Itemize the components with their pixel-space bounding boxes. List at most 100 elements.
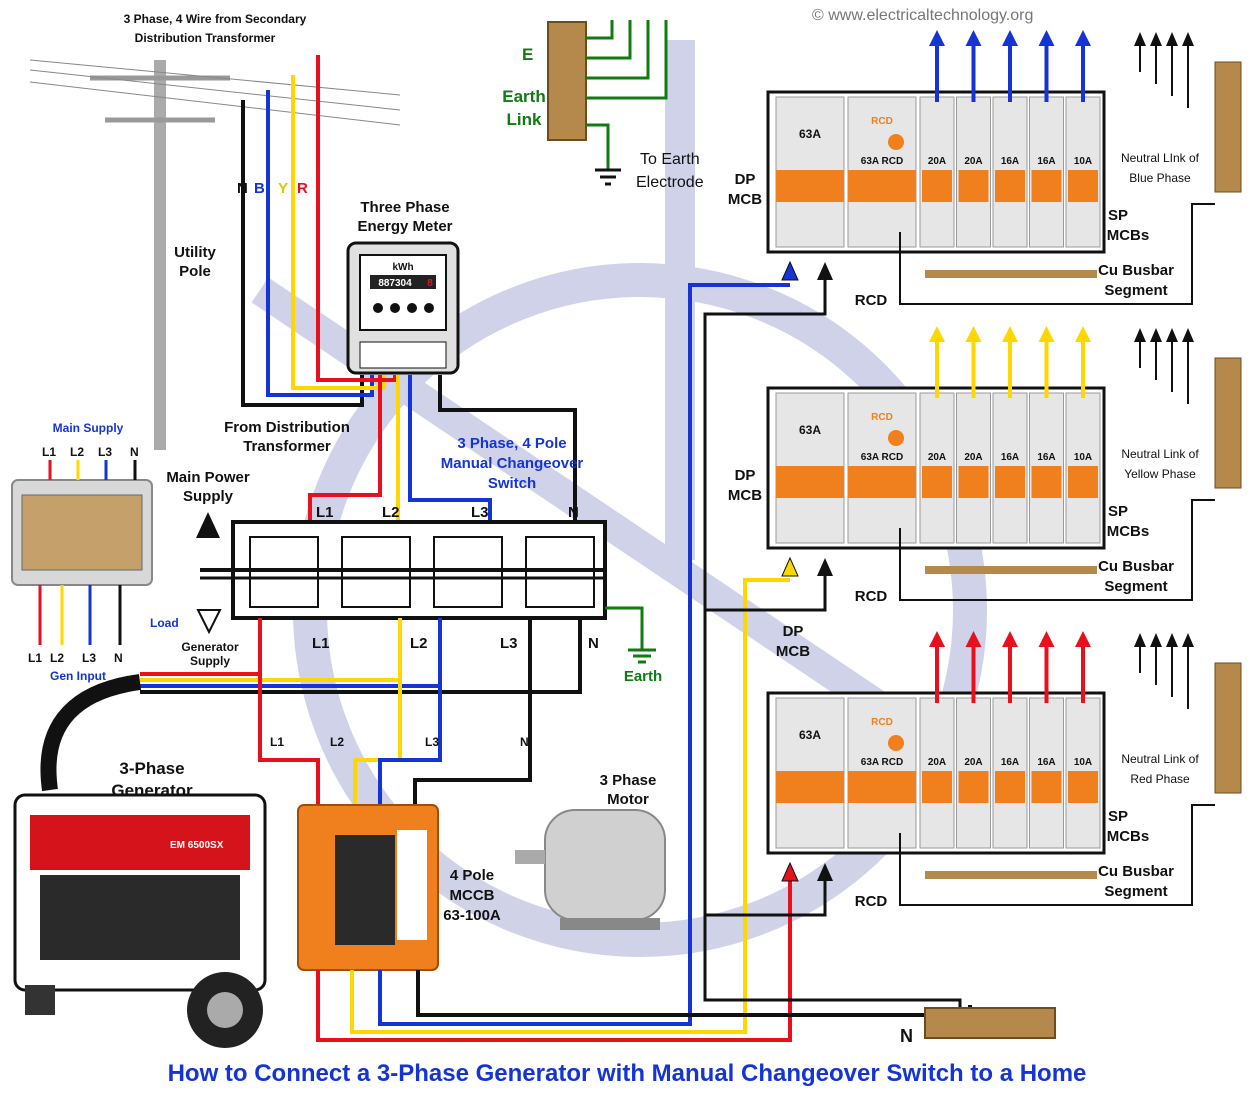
earth-link: [547, 20, 668, 186]
mccb-wire-l2: L2: [330, 735, 344, 749]
cu-busbar: [925, 566, 1097, 574]
sp-mcb-rating: 20A: [928, 156, 946, 167]
sp-mcb-toggle: [922, 466, 952, 498]
sp-mcb-rating: 16A: [1001, 156, 1019, 167]
output-arrow-icon: [1002, 30, 1018, 46]
sp-mcb-rating: 20A: [928, 452, 946, 463]
sp-mcb-toggle: [958, 466, 989, 498]
rcd-neutral-wire: [899, 804, 1215, 906]
phase-feed-arrow-icon: [781, 260, 799, 281]
source-label-1: 3 Phase, 4 Wire from Secondary: [124, 12, 307, 26]
sp-mcb-rating: 20A: [964, 452, 982, 463]
neutral-link-label-2: Blue Phase: [1129, 171, 1191, 185]
meter-reading-last: 8: [427, 278, 433, 289]
meter-label-2: Energy Meter: [357, 218, 452, 235]
sp-mcb-toggle: [958, 170, 989, 202]
rcd-tag: RCD: [871, 116, 893, 127]
neutral-bar: [924, 1007, 1056, 1039]
earth-label: Earth: [624, 668, 662, 685]
sp-mcb-toggle: [1031, 170, 1062, 202]
switch-top-l2: L2: [382, 504, 400, 521]
load-label: Load: [150, 616, 179, 630]
switch-top-l1: L1: [316, 504, 334, 521]
earth-link-label-2: Link: [507, 110, 542, 129]
neutral-arrow-icon: [1150, 633, 1162, 647]
main-power-label-1: Main Power: [166, 469, 250, 486]
neutral-bar-label: N: [900, 1026, 913, 1046]
sp-mcb-rating: 16A: [1001, 452, 1019, 463]
to-earth-label-1: To Earth: [640, 151, 700, 168]
rcd-rating: 63A RCD: [861, 156, 903, 167]
main-supply-box: [11, 479, 153, 586]
dp-mcb-toggle: [776, 466, 844, 498]
three-phase-motor: [515, 809, 666, 930]
switch-bottom-l1: L1: [312, 635, 330, 652]
sp-mcb-toggle: [995, 771, 1025, 803]
dp-mcb-rating: 63A: [799, 728, 821, 742]
genbox-l2: L2: [50, 651, 64, 665]
output-arrow-icon: [1075, 30, 1091, 46]
neutral-arrow-icon: [1134, 32, 1146, 46]
earth-link-label-1: Earth: [502, 87, 545, 106]
pole-label-2: Pole: [179, 263, 211, 280]
gen-supply-label-2: Supply: [190, 654, 230, 668]
sp-mcb-toggle: [1068, 170, 1098, 202]
mainbox-l1: L1: [42, 445, 56, 459]
dp-mcb-rating: 63A: [799, 127, 821, 141]
output-arrow-icon: [1002, 631, 1018, 647]
rcd-toggle: [848, 170, 916, 202]
neutral-arrow-icon: [1166, 32, 1178, 46]
dp-mcb-toggle: [776, 170, 844, 202]
cu-busbar-label: Cu Busbar: [1098, 863, 1174, 880]
phase-feed-arrow-icon: [781, 861, 799, 882]
neutral-arrow-icon: [1134, 633, 1146, 647]
incoming-wires: [241, 55, 397, 407]
label-b: B: [254, 180, 265, 197]
neutral-feed-arrow-icon: [817, 863, 833, 881]
earth-symbol-icon: [628, 648, 656, 664]
output-arrow-icon: [1002, 326, 1018, 342]
rcd-toggle: [848, 466, 916, 498]
neutral-arrow-icon: [1182, 32, 1194, 46]
sp-mcb-toggle: [1068, 771, 1098, 803]
rcd-label: RCD: [855, 588, 888, 605]
dp-label: DP: [783, 623, 804, 640]
mccb-wire-l3: L3: [425, 735, 439, 749]
source-label-2: Distribution Transformer: [135, 31, 276, 45]
sp-mcb-rating: 16A: [1037, 156, 1055, 167]
main-supply-box-wires: [38, 460, 137, 645]
mcbs-label: MCBs: [1107, 523, 1150, 540]
sp-mcb-toggle: [922, 771, 952, 803]
rcd-neutral-wire: [899, 499, 1215, 601]
page-title: How to Connect a 3-Phase Generator with …: [168, 1060, 1087, 1087]
label-n: N: [237, 180, 248, 197]
motor-label-2: Motor: [607, 791, 649, 808]
mccb-wire-l1: L1: [270, 735, 284, 749]
output-arrow-icon: [929, 631, 945, 647]
switch-bottom-n: N: [588, 635, 599, 652]
switch-to-mccb-wires: [258, 618, 532, 805]
segment-label: Segment: [1104, 883, 1167, 900]
changeover-label-3: Switch: [488, 475, 536, 492]
sp-mcb-toggle: [922, 170, 952, 202]
gen-input-label: Gen Input: [50, 669, 106, 683]
neutral-link: [1214, 61, 1242, 193]
dp-mcb-rating: 63A: [799, 423, 821, 437]
generator-supply-arrow-icon: [196, 609, 222, 635]
utility-pole: [29, 59, 401, 450]
neutral-arrow-icon: [1150, 32, 1162, 46]
sp-label: SP: [1108, 808, 1128, 825]
sp-mcb-rating: 16A: [1001, 757, 1019, 768]
sp-mcb-rating: 10A: [1074, 452, 1092, 463]
dp-label: DP: [735, 171, 756, 188]
generator: [13, 793, 267, 1048]
switch-top-l3: L3: [471, 504, 489, 521]
output-arrow-icon: [1075, 326, 1091, 342]
generator-label-1: 3-Phase: [119, 759, 184, 778]
neutral-link-label-2: Red Phase: [1130, 772, 1190, 786]
sp-mcb-rating: 10A: [1074, 757, 1092, 768]
mccb-label-1: 4 Pole: [450, 867, 494, 884]
neutral-arrow-icon: [1166, 633, 1178, 647]
